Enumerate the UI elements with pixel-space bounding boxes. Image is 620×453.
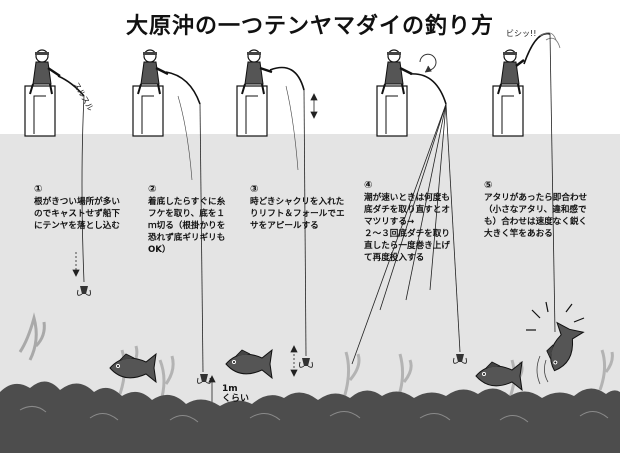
- fishing-line: [379, 103, 447, 311]
- boat-gunwale: [236, 85, 268, 137]
- fishing-line: [549, 33, 556, 333]
- step-line: 恐れず底ギリギリも: [148, 233, 226, 243]
- fishing-line: [303, 89, 307, 357]
- strike-burst-icon: [526, 301, 585, 331]
- step-3-text: ③ 時どきシャクリを入れた りリフト＆フォールでエ サをアピールする: [250, 184, 345, 232]
- boat-gunwale: [132, 85, 164, 137]
- step-line: ｍ切る（根掛かりを: [148, 221, 226, 231]
- slack-line: [177, 95, 193, 181]
- fishing-line: [199, 103, 204, 373]
- angler-icon: [132, 49, 169, 137]
- fishing-line: [429, 103, 447, 291]
- up-down-arrow-icon: [310, 93, 318, 119]
- boat-gunwale: [376, 85, 408, 137]
- step-line: マツリする→: [364, 217, 415, 227]
- strike-sound-effect: ビシッ!!: [506, 29, 537, 38]
- step-2-text: ② 着底したらすぐに糸 フケを取り、底を１ ｍ切る（根掛かりを 恐れず底ギリギリ…: [148, 184, 225, 256]
- seaweed-icon: [18, 312, 46, 361]
- step-number: ⑤: [484, 180, 493, 191]
- distance-approx: くらい: [222, 394, 250, 404]
- angler-icon: [236, 49, 273, 137]
- fishing-rod-icon: [523, 32, 551, 65]
- step-line: 根がきつい場所が多い: [34, 197, 120, 207]
- step-line: 底ダチを取り直すとオ: [364, 205, 450, 215]
- step-line: て再度投入する: [364, 253, 425, 263]
- step-number: ③: [250, 184, 259, 195]
- step-5-text: ⑤ アタリがあったら即合わせ （小さなアタリ、違和感で も）合わせは速度なく鋭く…: [484, 180, 587, 240]
- tenya-lure-icon: [77, 286, 91, 296]
- step-line: 時どきシャクリを入れた: [250, 197, 345, 207]
- fishing-rod-icon: [57, 75, 85, 97]
- seaweed-icon: [598, 349, 614, 391]
- strike-motion-lines: [536, 355, 549, 385]
- rod-swing-line: [545, 37, 561, 49]
- step-line: OK）: [148, 245, 171, 255]
- step-4-text: ④ 潮が速いときは何度も 底ダチを取り直すとオ マツリする→ ２～３回底ダチを取…: [364, 180, 450, 264]
- step-1-text: ① 根がきつい場所が多い のでキャストせず船下 にテンヤを落とし込む: [34, 184, 120, 232]
- step-line: 着底したらすぐに糸: [148, 197, 226, 207]
- rocky-seabed-highlights: [19, 406, 609, 423]
- up-down-arrow-icon: [290, 345, 298, 377]
- reel-rotation-icon: [419, 53, 437, 73]
- red-snapper-icon: [225, 348, 273, 380]
- step-number: ①: [34, 184, 43, 195]
- tenya-lure-icon: [299, 358, 313, 368]
- red-snapper-icon: [109, 352, 157, 384]
- fishing-line: [351, 103, 447, 365]
- angler-icon: [376, 49, 413, 137]
- distance-value: 1m: [222, 384, 238, 394]
- boat-gunwale: [24, 85, 56, 137]
- step-number: ④: [364, 180, 373, 191]
- step-line: のでキャストせず船下: [34, 209, 120, 219]
- down-arrow-icon: [72, 252, 80, 277]
- step-line: 直したら一度巻き上げ: [364, 241, 450, 251]
- fishing-line: [405, 103, 447, 301]
- step-line: りリフト＆フォールでエ: [250, 209, 345, 219]
- angler-icon: [492, 49, 525, 137]
- step-line: ２～３回底ダチを取り: [364, 229, 450, 239]
- step-line: フケを取り、底を１: [148, 209, 226, 219]
- tenya-lure-icon: [453, 354, 467, 364]
- step-line: も）合わせは速度なく鋭く: [484, 217, 588, 227]
- step-line: サをアピールする: [250, 221, 319, 231]
- fishing-line: [81, 95, 85, 283]
- slack-line: [285, 85, 299, 171]
- rod-swing-line: [539, 32, 557, 41]
- red-snapper-icon: [475, 360, 523, 392]
- step-line: アタリがあったら即合わせ: [484, 193, 588, 203]
- step-line: （小さなアタリ、違和感で: [484, 205, 587, 215]
- fishing-line: [445, 103, 461, 353]
- rocky-seabed: [0, 381, 620, 453]
- hooked-red-snapper-icon: [546, 321, 585, 372]
- fishing-rod-icon: [409, 73, 447, 105]
- distance-label: 1m くらい: [222, 384, 249, 404]
- seaweed-icon: [342, 351, 361, 399]
- fishing-rod-icon: [269, 66, 305, 91]
- step-line: にテンヤを落とし込む: [34, 221, 120, 231]
- boat-gunwale: [492, 85, 524, 137]
- page-title: 大原沖の一つテンヤマダイの釣り方: [125, 14, 494, 39]
- step-line: 大きく竿をあおる: [484, 229, 553, 239]
- angler-icon: [24, 49, 61, 137]
- fishing-rod-icon: [165, 71, 201, 105]
- step-number: ②: [148, 184, 157, 195]
- step-line: 潮が速いときは何度も: [364, 193, 450, 203]
